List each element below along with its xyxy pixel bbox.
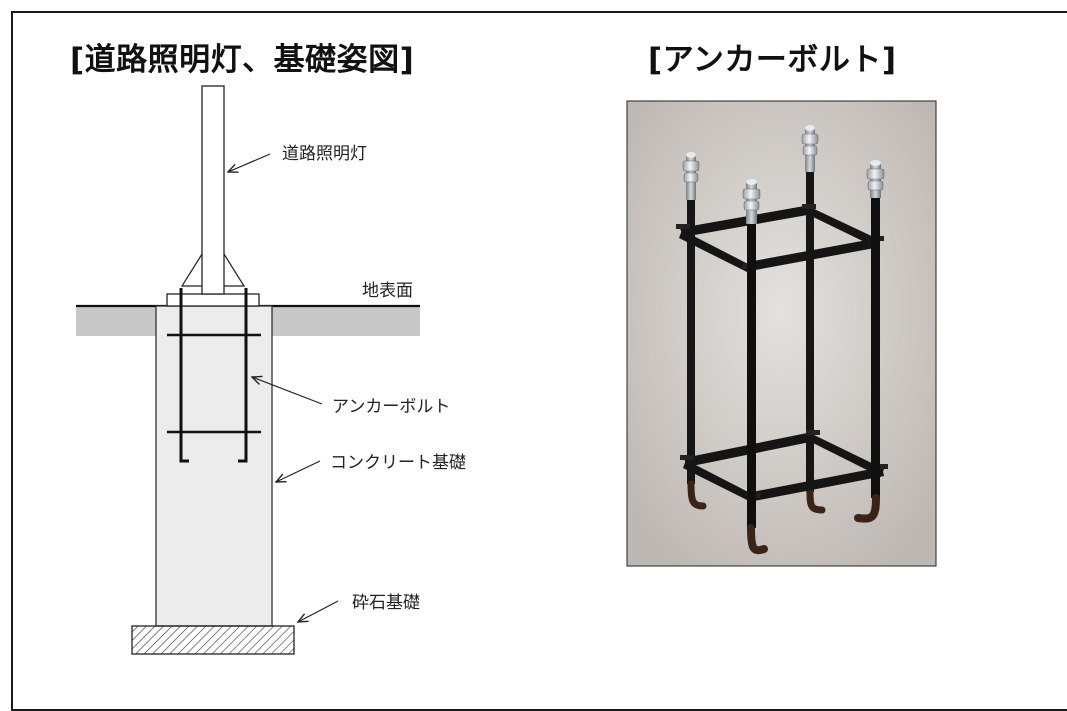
foundation-diagram: 道路照明灯 地表面 アンカーボルト コンクリート基礎 砕石基礎 bbox=[76, 85, 466, 655]
gravel-leader bbox=[298, 600, 339, 622]
back-rod-right bbox=[806, 170, 826, 514]
bolt-top-front-right bbox=[866, 160, 885, 198]
anchor-bolt-photo bbox=[626, 100, 937, 567]
gravel-foundation-label: 砕石基礎 bbox=[352, 593, 420, 613]
anchor-bolt-label: アンカーボルト bbox=[332, 397, 450, 417]
pole-rib-left bbox=[180, 253, 203, 287]
lamp-pole bbox=[201, 85, 225, 295]
photo-background bbox=[626, 100, 937, 567]
concrete-foundation-label: コンクリート基礎 bbox=[330, 453, 466, 473]
front-rod-left bbox=[747, 222, 768, 555]
bolt-top-back-right bbox=[801, 125, 819, 172]
photo-title: [アンカーボルト] bbox=[648, 42, 897, 78]
diagram-title: [道路照明灯、基礎姿図] bbox=[70, 42, 415, 78]
lamp-leader bbox=[228, 153, 271, 172]
anchor-bolt-left bbox=[179, 288, 189, 463]
front-rod-right bbox=[854, 196, 880, 523]
ground-label: 地表面 bbox=[362, 281, 413, 301]
bolt-top-front-left bbox=[742, 179, 761, 224]
back-rod-left bbox=[687, 198, 707, 510]
bolt-top-back-left bbox=[682, 152, 700, 200]
anchor-leader bbox=[252, 377, 323, 405]
concrete-leader bbox=[276, 460, 321, 482]
concrete-foundation bbox=[155, 305, 273, 627]
anchor-bolt-right bbox=[238, 288, 248, 463]
pole-rib-right bbox=[223, 253, 246, 287]
gravel-foundation bbox=[131, 625, 295, 655]
lamp-label: 道路照明灯 bbox=[282, 144, 367, 164]
